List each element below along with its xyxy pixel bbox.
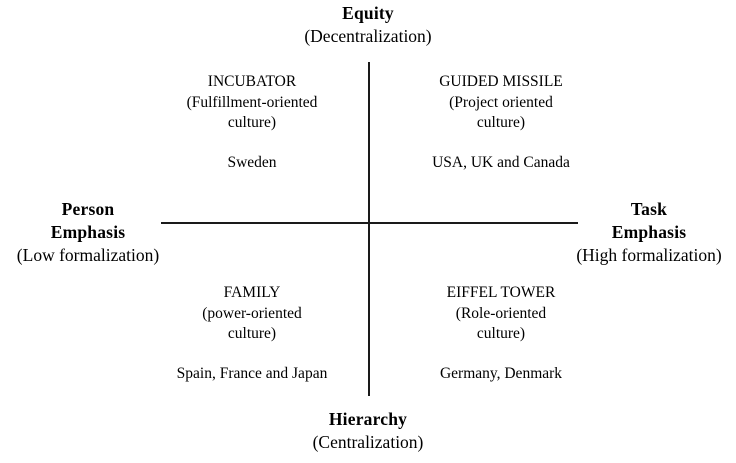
quadrant-top-right: GUIDED MISSILE (Project oriented culture…	[386, 72, 616, 173]
axis-label-left-subtitle: (Low formalization)	[16, 244, 160, 265]
quadrant-top-left-countries: Sweden	[227, 153, 277, 171]
quadrant-bottom-right-countries: Germany, Denmark	[439, 364, 563, 382]
axis-label-right: Task Emphasis (High formalization)	[562, 198, 736, 266]
quadrant-top-right-desc-line1: (Project oriented	[449, 93, 553, 111]
quadrant-top-left-name: INCUBATOR	[207, 73, 297, 90]
quadrant-bottom-right-desc-line2: culture)	[476, 325, 526, 343]
axis-label-right-subtitle: (High formalization)	[576, 244, 722, 265]
quadrant-bottom-left: FAMILY (power-oriented culture) Spain, F…	[152, 283, 352, 384]
quadrant-bottom-left-countries: Spain, France and Japan	[176, 364, 328, 382]
horizontal-axis-line	[161, 222, 578, 224]
axis-label-left-title-line1: Person	[61, 199, 115, 219]
axis-label-right-title-line1: Task	[630, 199, 668, 219]
quadrant-bottom-left-desc-line1: (power-oriented	[202, 304, 302, 322]
axis-label-top-subtitle: (Decentralization)	[304, 25, 432, 46]
axis-label-bottom: Hierarchy (Centralization)	[218, 408, 518, 454]
axis-label-bottom-subtitle: (Centralization)	[312, 431, 424, 452]
quadrant-top-left-desc-line1: (Fulfillment-oriented	[186, 93, 318, 111]
axis-label-left: Person Emphasis (Low formalization)	[0, 198, 176, 266]
axis-label-bottom-title: Hierarchy	[328, 409, 408, 429]
quadrant-bottom-right-name: EIFFEL TOWER	[446, 284, 556, 301]
quadrant-bottom-right: EIFFEL TOWER (Role-oriented culture) Ger…	[386, 283, 616, 384]
vertical-axis-line	[368, 62, 370, 396]
quadrant-top-right-countries: USA, UK and Canada	[432, 153, 570, 171]
quadrant-bottom-right-desc-line1: (Role-oriented	[455, 304, 547, 322]
axis-label-top: Equity (Decentralization)	[218, 2, 518, 48]
axis-label-top-title: Equity	[342, 3, 394, 23]
quadrant-top-left: INCUBATOR (Fulfillment-oriented culture)…	[152, 72, 352, 173]
quadrant-top-right-name: GUIDED MISSILE	[439, 73, 563, 90]
axis-label-left-title-line2: Emphasis	[50, 221, 126, 242]
quadrant-bottom-left-name: FAMILY	[223, 284, 281, 301]
quadrant-top-right-desc-line2: culture)	[476, 114, 526, 132]
quadrant-bottom-left-desc-line2: culture)	[227, 325, 277, 343]
axis-label-right-title-line2: Emphasis	[611, 221, 687, 242]
quadrant-top-left-desc-line2: culture)	[227, 114, 277, 132]
